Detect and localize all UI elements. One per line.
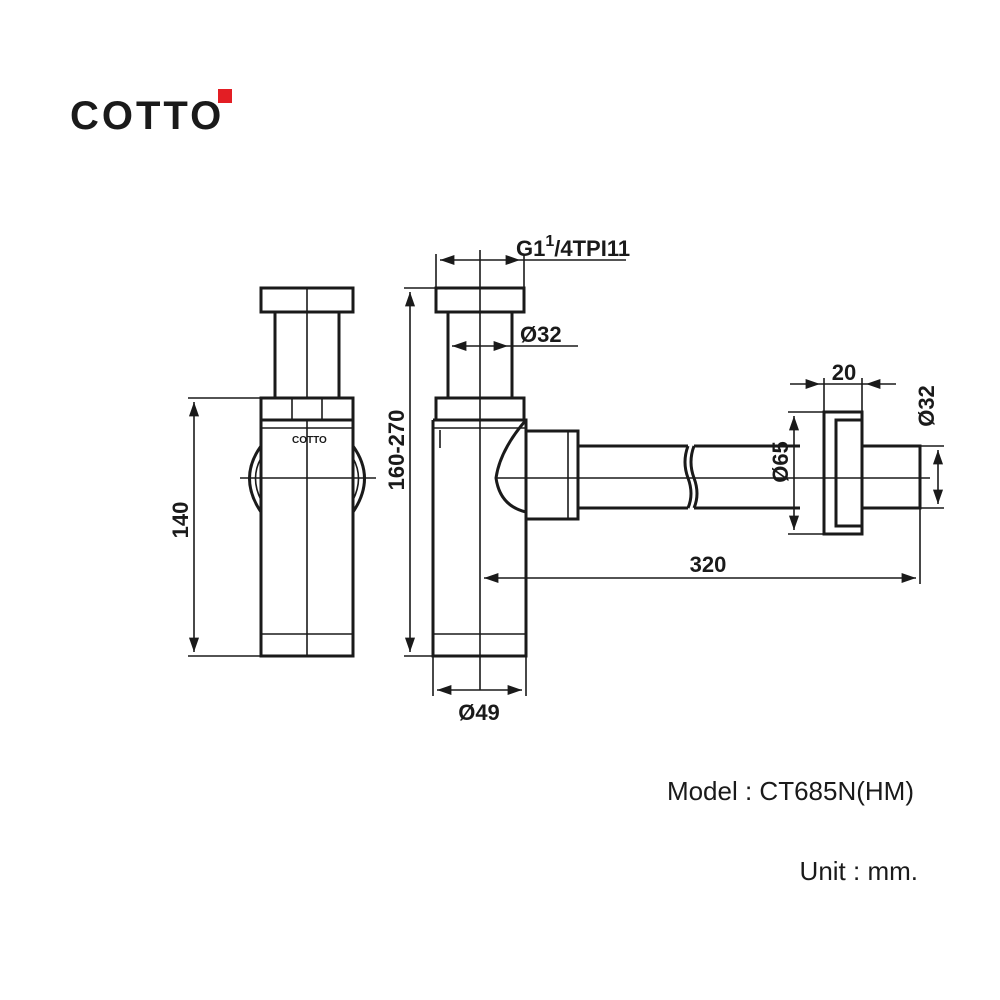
dim-flange-diameter: Ø65 bbox=[768, 441, 793, 483]
brand-logo: COTTO bbox=[70, 94, 225, 138]
dim-thread: G11/4TPI11 bbox=[516, 233, 630, 261]
brand-logo-mark bbox=[218, 89, 232, 103]
wall-pipe bbox=[862, 444, 922, 510]
front-view: COTTO 140 bbox=[168, 286, 376, 658]
model-number: Model : CT685N(HM) bbox=[666, 776, 914, 806]
front-collar bbox=[259, 396, 355, 422]
outlet-nut bbox=[524, 429, 580, 521]
outlet-pipe-right bbox=[694, 444, 800, 510]
side-view: G11/4TPI11 Ø32 160-270 Ø49 320 20 Ø65 bbox=[384, 233, 944, 725]
dim-inlet-diameter: Ø32 bbox=[520, 322, 562, 347]
wall-flange bbox=[822, 410, 864, 536]
side-elbow bbox=[494, 419, 528, 514]
outlet-pipe-left bbox=[578, 444, 688, 510]
dim-outlet-diameter: Ø32 bbox=[914, 385, 939, 427]
dim-height-side: 160-270 bbox=[384, 410, 409, 491]
dim-reach: 320 bbox=[690, 552, 727, 577]
dim-body-diameter: Ø49 bbox=[458, 700, 500, 725]
dim-height-front: 140 bbox=[168, 502, 193, 539]
dim-flange-width: 20 bbox=[832, 360, 856, 385]
body-brand-label: COTTO bbox=[292, 435, 327, 446]
unit-label: Unit : mm. bbox=[799, 856, 918, 886]
